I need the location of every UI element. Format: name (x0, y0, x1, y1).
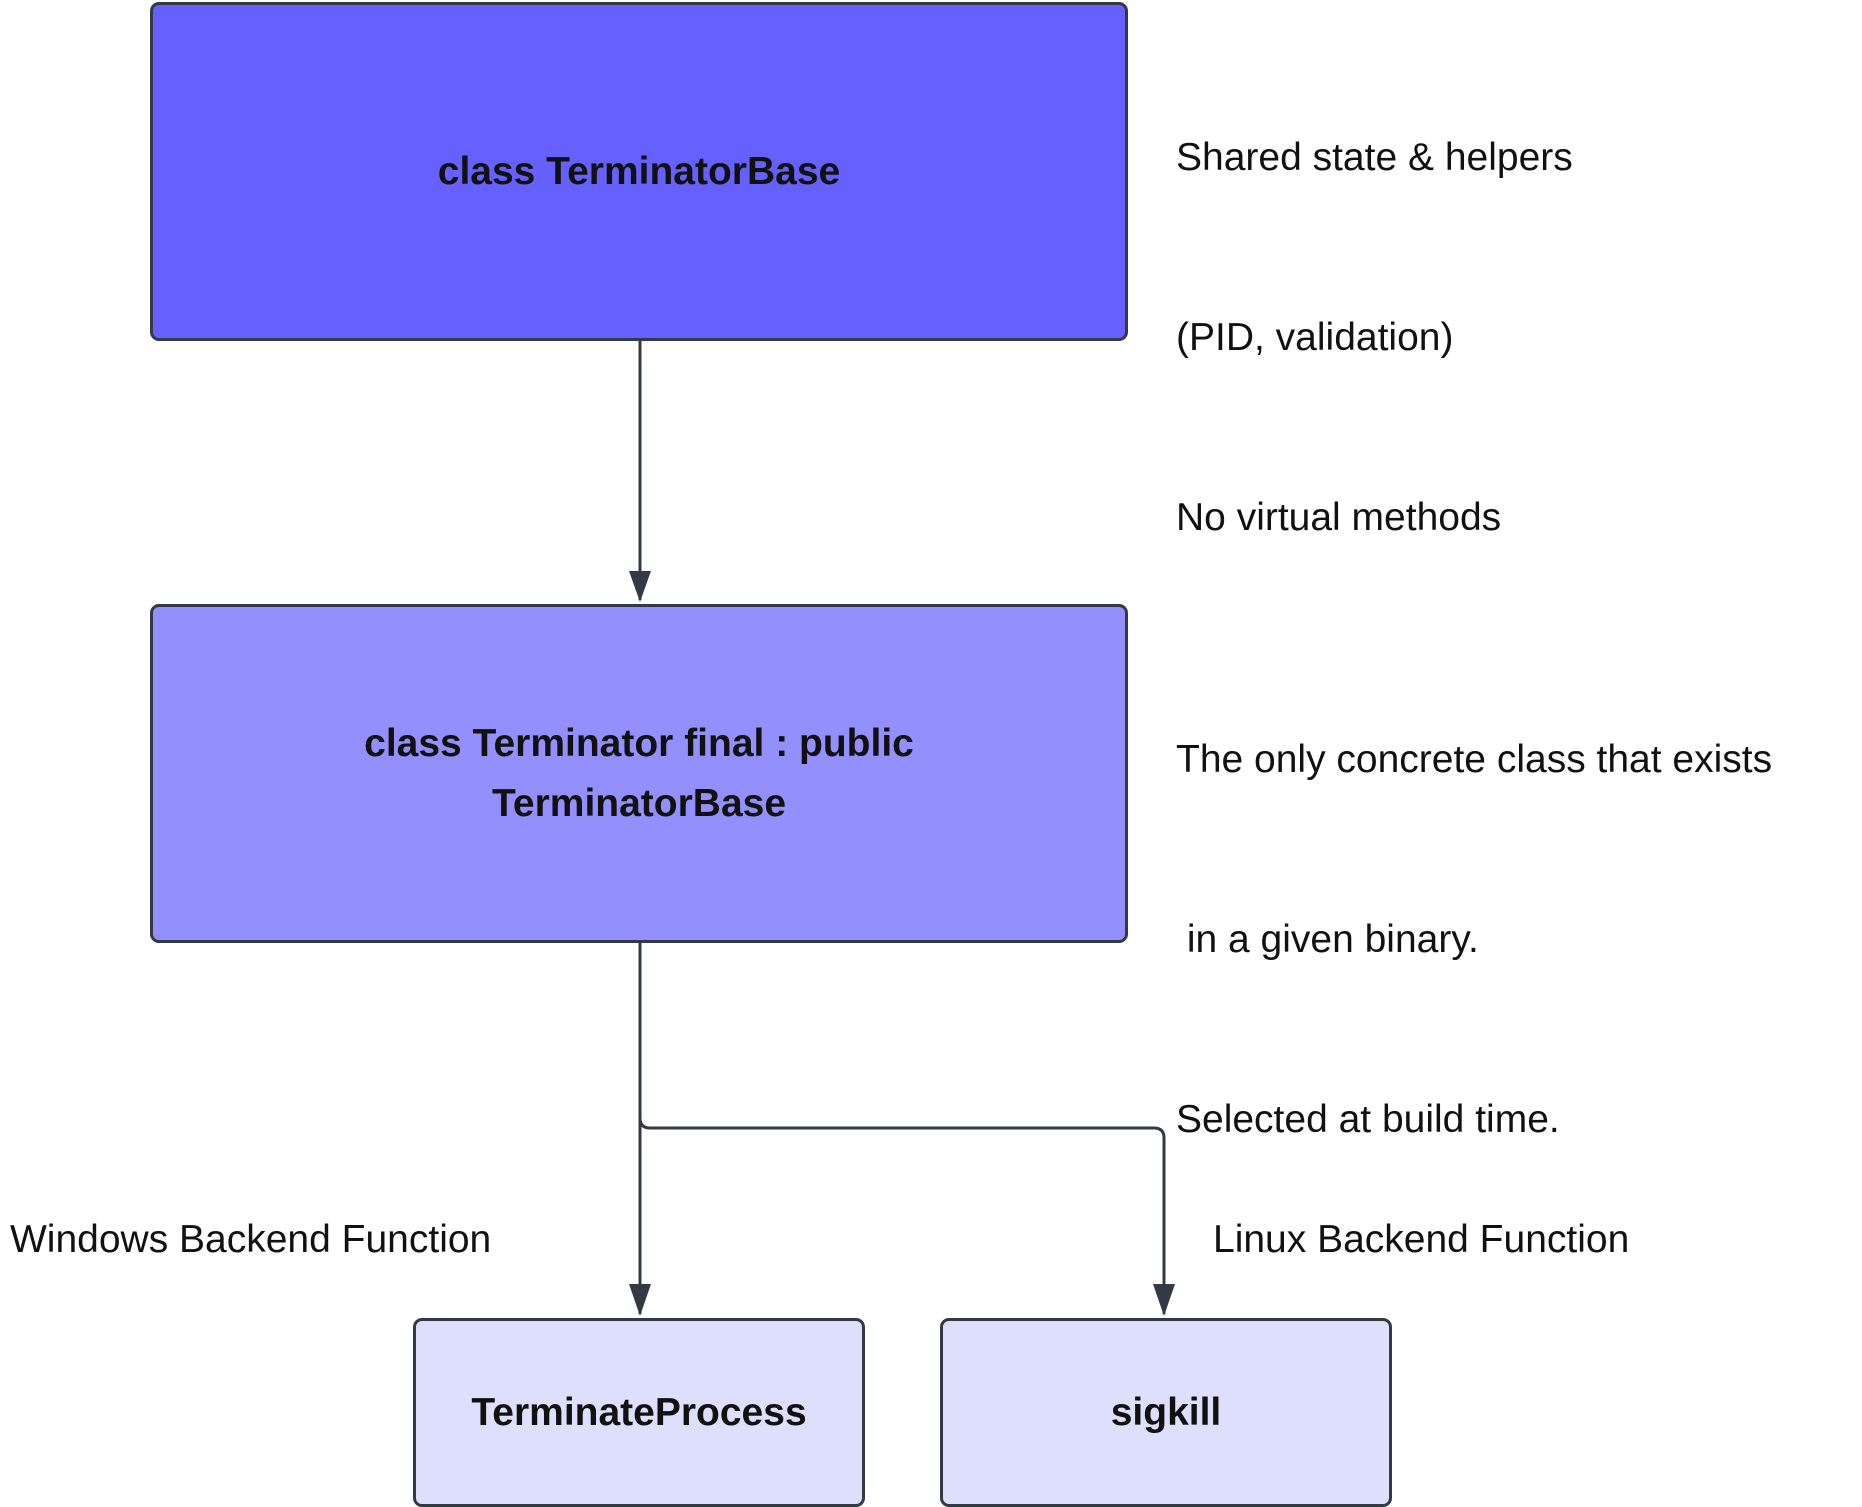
class-terminator-node: class Terminator final : public Terminat… (150, 604, 1128, 943)
class-terminator-label: class Terminator final : public Terminat… (364, 714, 914, 834)
arrowhead-terminator-to-windows (629, 1284, 651, 1316)
linux-backend-edge-label: Linux Backend Function (1213, 1218, 1630, 1261)
terminator-note-line3: Selected at build time. (1176, 1098, 1560, 1141)
terminator-note-line2: in a given binary. (1176, 918, 1479, 961)
terminateprocess-node: TerminateProcess (413, 1318, 865, 1507)
base-class-note: Shared state & helpers (PID, validation)… (1176, 8, 1573, 608)
base-note-line2: (PID, validation) (1176, 316, 1454, 359)
terminator-note-line1: The only concrete class that exists (1176, 738, 1773, 781)
base-note-line3: No virtual methods (1176, 496, 1502, 539)
windows-backend-edge-label: Windows Backend Function (10, 1218, 492, 1261)
sigkill-label: sigkill (1110, 1390, 1222, 1434)
terminator-class-note: The only concrete class that exists in a… (1176, 610, 1772, 1210)
edge-terminator-to-linux (638, 1117, 1166, 1314)
class-terminatorbase-node: class TerminatorBase (150, 2, 1128, 341)
arrowhead-terminator-to-linux (1153, 1284, 1175, 1316)
sigkill-node: sigkill (940, 1318, 1392, 1507)
terminateprocess-label: TerminateProcess (471, 1390, 807, 1434)
class-terminatorbase-label: class TerminatorBase (437, 149, 841, 193)
base-note-line1: Shared state & helpers (1176, 136, 1573, 179)
class-terminator-label-line1: class Terminator final : public (364, 721, 914, 765)
arrowhead-base-to-terminator (629, 571, 651, 602)
class-terminator-label-line2: TerminatorBase (491, 781, 787, 825)
